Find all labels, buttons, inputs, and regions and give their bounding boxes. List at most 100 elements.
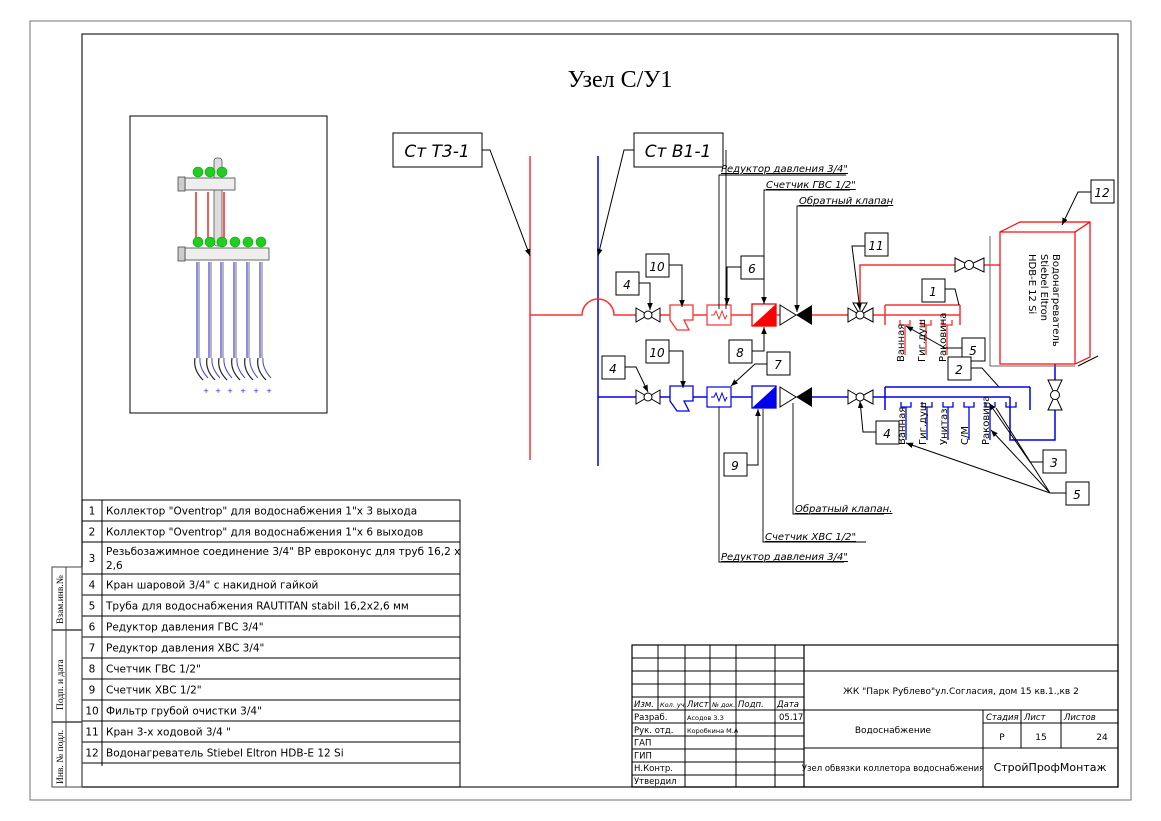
svg-text:+: + xyxy=(253,387,259,395)
header-podp: Подп. xyxy=(738,700,764,710)
svg-text:Гиг.душ: Гиг.душ xyxy=(917,319,928,362)
svg-text:10: 10 xyxy=(649,346,665,360)
tag-4-collector: 4 xyxy=(857,400,900,445)
project-address: ЖК "Парк Рублево"ул.Согласия, дом 15 кв.… xyxy=(843,687,1079,697)
spec-row-text: Кран шаровой 3/4" с накидной гайкой xyxy=(106,580,318,592)
header-ndoc: № док. xyxy=(711,701,735,709)
svg-text:Обратный клапан: Обратный клапан xyxy=(799,195,894,207)
tag-5-cold: 5 xyxy=(905,407,1090,506)
tag-2: 2 xyxy=(947,356,1000,388)
ball-valve-cold-collector xyxy=(847,389,874,405)
svg-text:2: 2 xyxy=(955,363,963,377)
sheets-value: 24 xyxy=(1096,733,1108,743)
role-label: Рук. отд. xyxy=(634,726,673,736)
ball-valve-hot xyxy=(635,307,661,323)
spec-row-text: Редуктор давления ГВС 3/4" xyxy=(106,622,264,634)
svg-text:Счетчик ХВС 1/2": Счетчик ХВС 1/2" xyxy=(765,532,856,543)
tag-10-hot: 10 xyxy=(645,253,685,307)
company-name: СтройПрофМонтаж xyxy=(994,761,1107,774)
callout-reducer-bottom: Редуктор давления 3/4" xyxy=(718,407,848,563)
svg-text:Stiebel Eltron: Stiebel Eltron xyxy=(1038,254,1049,321)
spec-row-number: 6 xyxy=(89,622,96,634)
role-label: ГИП xyxy=(634,751,652,761)
svg-text:4: 4 xyxy=(609,362,617,376)
spec-row-number: 11 xyxy=(85,727,98,739)
check-valve-hot xyxy=(779,304,812,326)
tag-9: 9 xyxy=(723,409,761,477)
svg-text:+: + xyxy=(215,387,221,395)
outer-frame xyxy=(29,20,1132,801)
reducer-cold xyxy=(706,386,732,408)
spec-row: 4 Кран шаровой 3/4" с накидной гайкой xyxy=(82,580,460,596)
spec-row-number: 3 xyxy=(89,553,96,565)
meter-cold xyxy=(751,385,777,409)
stage-label: Стадия xyxy=(986,713,1019,723)
svg-text:12: 12 xyxy=(1094,186,1109,200)
svg-text:5: 5 xyxy=(1073,488,1081,502)
role-label: Разраб. xyxy=(634,713,667,723)
callout-meter-hot: Счетчик ГВС 1/2" xyxy=(761,180,856,304)
svg-text:6: 6 xyxy=(748,262,756,276)
drawing-name: Узел обвязки коллетора водоснабжения xyxy=(802,764,984,774)
callout-check-valve-top: Обратный клапан xyxy=(794,195,894,312)
header-kol: Кол. уч. xyxy=(660,701,687,709)
svg-text:Ст В1-1: Ст В1-1 xyxy=(645,142,712,162)
svg-text:+: + xyxy=(266,387,272,395)
spec-row-text: Водонагреватель Stiebel Eltron HDB-E 12 … xyxy=(106,748,344,760)
svg-text:Обратный клапан.: Обратный клапан. xyxy=(795,503,892,515)
top-fittings xyxy=(192,166,228,178)
meter-hot xyxy=(751,303,777,327)
header-izm: Изм. xyxy=(634,700,654,710)
filter-hot xyxy=(669,304,694,331)
svg-text:10: 10 xyxy=(649,260,665,274)
spec-row-text: Редуктор давления ХВС 3/4" xyxy=(106,643,264,655)
tag-12: 12 xyxy=(1061,179,1115,226)
tag-1: 1 xyxy=(921,278,960,306)
riser-label-hot: Ст Т3-1 xyxy=(392,132,531,257)
spec-row-number: 2 xyxy=(89,527,96,539)
collector-illustration: ++++++ xyxy=(129,115,328,414)
role-name: Асодов З.З xyxy=(687,714,724,722)
svg-text:7: 7 xyxy=(774,358,782,372)
tag-10-cold: 10 xyxy=(645,339,686,388)
callout-meter-cold: Счетчик ХВС 1/2" xyxy=(762,409,866,543)
filter-cold xyxy=(669,385,694,412)
side-stamp: Взам.инв.№ Подп. и дата Инв. № подл. xyxy=(51,566,83,788)
title-block: ЖК "Парк Рублево"ул.Согласия, дом 15 кв.… xyxy=(631,644,1119,788)
check-valve-cold xyxy=(779,386,812,408)
header-list: Лист xyxy=(686,700,710,710)
section-name: Водоснабжение xyxy=(855,726,932,736)
spec-row-text: Коллектор "Oventrop" для водоснабжения 1… xyxy=(106,506,417,518)
spec-row-number: 4 xyxy=(89,580,96,592)
svg-text:11: 11 xyxy=(868,239,883,253)
bottom-fittings xyxy=(192,236,267,248)
tag-7: 7 xyxy=(730,351,791,387)
callout-check-valve-bottom: Обратный клапан. xyxy=(792,403,892,515)
svg-text:Ванная: Ванная xyxy=(897,407,908,445)
tag-5-hot: 5 xyxy=(905,325,986,362)
role-name: Коробкина М.А xyxy=(687,727,739,735)
riser-label-cold: Ст В1-1 xyxy=(596,132,724,257)
svg-text:Унитаз: Унитаз xyxy=(939,409,950,445)
spec-row: 10 Фильтр грубой очистки 3/4" xyxy=(82,706,460,722)
svg-text:5: 5 xyxy=(969,344,977,358)
svg-text:+: + xyxy=(240,387,246,395)
ball-valve-heater-hot xyxy=(954,257,985,273)
spec-row-number: 10 xyxy=(85,706,98,718)
svg-text:Гиг.душ: Гиг.душ xyxy=(918,402,929,445)
spec-row-number: 9 xyxy=(89,685,96,697)
tag-4-hot: 4 xyxy=(615,271,653,310)
svg-text:8: 8 xyxy=(736,346,744,360)
spec-row-text: Фильтр грубой очистки 3/4" xyxy=(106,706,262,718)
svg-text:Раковина: Раковина xyxy=(981,396,992,445)
svg-text:Ст Т3-1: Ст Т3-1 xyxy=(404,142,469,162)
spec-row-number: 1 xyxy=(89,506,96,518)
svg-text:HDB-E 12 Si: HDB-E 12 Si xyxy=(1026,254,1037,314)
spec-table: 1 Коллектор "Oventrop" для водоснабжения … xyxy=(81,499,461,788)
ball-valve-heater-cold xyxy=(1047,379,1063,411)
cold-line xyxy=(598,360,1056,441)
